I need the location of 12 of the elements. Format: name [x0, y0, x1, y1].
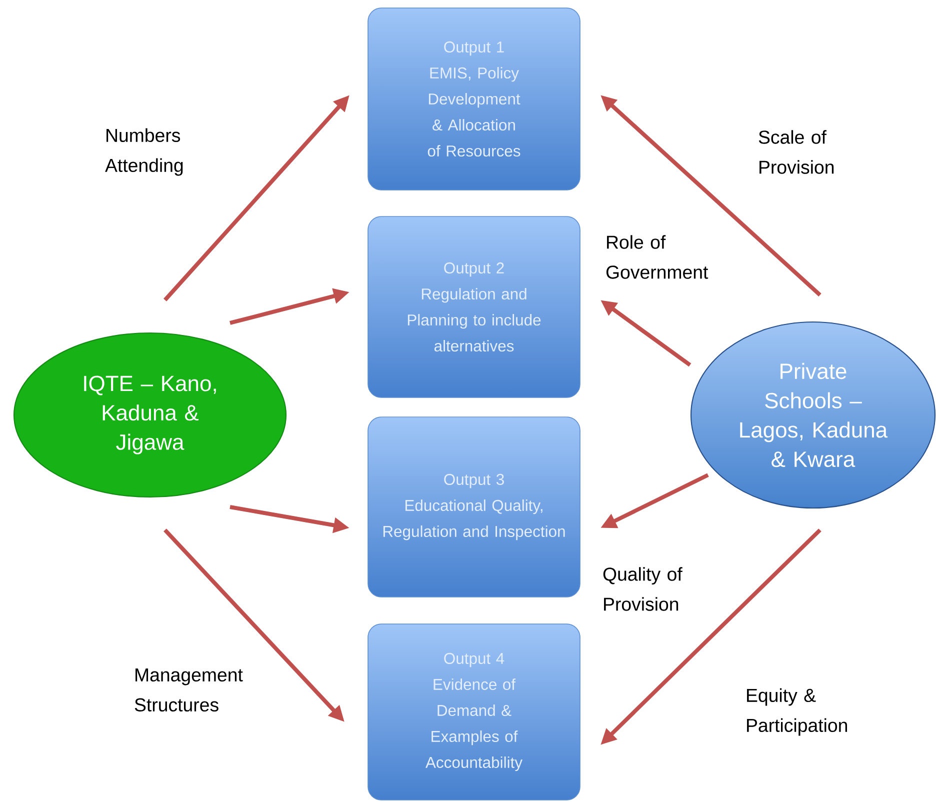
edge-label: Role of Government [606, 235, 708, 279]
ellipse-node: Private Schools – Lagos, Kaduna & Kwara [690, 321, 936, 509]
process-box: Output 4 Evidence of Demand & Examples of Accountability [368, 624, 580, 800]
edge-label: Numbers Attending [105, 128, 183, 176]
ellipse-node: IQTE – Kano, Kaduna & Jigawa [13, 332, 287, 498]
process-box: Output 2 Regulation and Planning to include alternatives [368, 216, 580, 398]
edge-label: Equity & Participation [747, 688, 847, 736]
edge-label: Quality of Provision [603, 567, 682, 611]
edge-label: Management Structures [134, 668, 243, 712]
edge-label: Scale of Provision [758, 130, 834, 174]
process-box: Output 1 EMIS, Policy Development & Allocation of Resources [368, 8, 580, 190]
process-box: Output 3 Educational Quality, Regulation and Inspection [368, 416, 580, 598]
